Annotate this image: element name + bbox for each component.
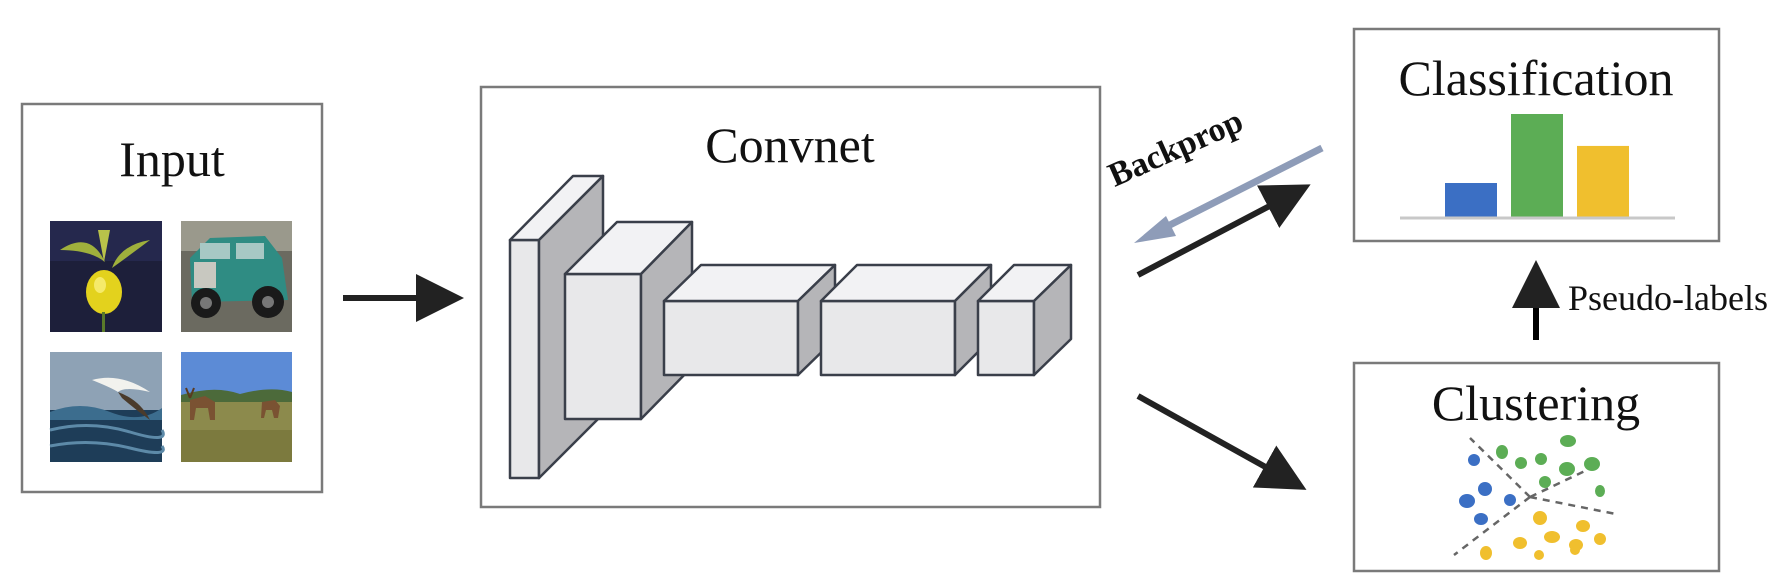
- conv-layer-4: [819, 263, 993, 377]
- classification-panel: Classification: [1352, 27, 1721, 243]
- input-image-deer: [181, 352, 292, 462]
- classification-bar-3: [1577, 145, 1629, 217]
- arrow-convnet-to-classification: [1136, 184, 1311, 278]
- classification-bar-1: [1445, 183, 1497, 217]
- input-image-bird: [49, 352, 165, 462]
- convnet-panel: Convnet: [479, 85, 1102, 509]
- backprop-arrow: [1134, 144, 1324, 243]
- convnet-layers: [508, 174, 1073, 480]
- clustering-title: Clustering: [1432, 375, 1640, 431]
- arrow-convnet-to-clustering: [1136, 393, 1307, 490]
- pseudo-labels-label: Pseudo-labels: [1568, 278, 1768, 318]
- input-image-car: [181, 221, 292, 332]
- input-image-flower: [50, 221, 162, 332]
- input-panel: Input: [20, 102, 324, 494]
- input-title: Input: [119, 131, 225, 187]
- clustering-panel: Clustering: [1352, 361, 1721, 573]
- backprop-label: Backprop: [1103, 102, 1249, 194]
- classification-bar-2: [1511, 114, 1563, 217]
- classification-bar-chart: [1445, 114, 1629, 217]
- convnet-title: Convnet: [705, 117, 875, 173]
- cluster-boundaries: [1453, 437, 1617, 556]
- cluster-points: [1459, 435, 1606, 560]
- classification-title: Classification: [1399, 50, 1674, 106]
- conv-layer-3: [662, 263, 837, 377]
- conv-layer-5: [976, 263, 1073, 377]
